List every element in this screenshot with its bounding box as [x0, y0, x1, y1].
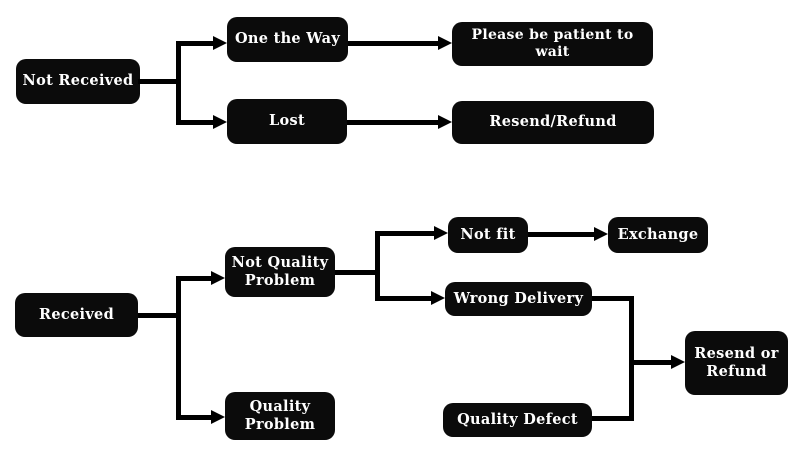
node-not-quality-problem: Not Quality Problem: [225, 247, 335, 297]
connector-to-resend-or-refund: [629, 360, 672, 365]
connector-to-resend-refund: [347, 120, 439, 125]
node-one-the-way: One the Way: [227, 17, 348, 62]
connector-wrong-delivery-out: [592, 296, 634, 301]
connector-to-please-wait: [348, 41, 439, 46]
connector-not-received-stem: [138, 79, 180, 84]
connector-bottom-branch-vertical: [176, 276, 181, 420]
node-wrong-delivery: Wrong Delivery: [445, 282, 592, 316]
connector-to-not-quality: [176, 276, 212, 281]
node-please-be-patient: Please be patient to wait: [452, 22, 653, 66]
node-lost: Lost: [227, 99, 347, 144]
node-exchange: Exchange: [608, 217, 708, 253]
node-not-received: Not Received: [16, 59, 140, 104]
connector-to-not-fit: [375, 231, 435, 236]
arrowhead-icon: [594, 227, 608, 241]
node-resend-or-refund: Resend or Refund: [685, 331, 788, 395]
connector-not-quality-stem: [335, 270, 379, 275]
connector-to-quality-problem: [176, 415, 212, 420]
connector-to-lost: [176, 120, 214, 125]
connector-mid-branch-vertical: [375, 231, 380, 301]
connector-top-branch-vertical: [176, 41, 181, 125]
arrowhead-icon: [213, 36, 227, 50]
connector-received-stem: [138, 313, 178, 318]
connector-quality-defect-out: [592, 416, 634, 421]
arrowhead-icon: [431, 291, 445, 305]
arrowhead-icon: [438, 36, 452, 50]
arrowhead-icon: [211, 410, 225, 424]
node-not-fit: Not fit: [448, 217, 528, 253]
node-quality-defect: Quality Defect: [443, 403, 592, 437]
node-received: Received: [15, 293, 138, 337]
arrowhead-icon: [213, 115, 227, 129]
arrowhead-icon: [211, 271, 225, 285]
node-resend-refund: Resend/Refund: [452, 101, 654, 144]
connector-merge-vertical: [629, 296, 634, 421]
connector-to-wrong-delivery: [375, 296, 432, 301]
arrowhead-icon: [671, 355, 685, 369]
connector-to-exchange: [528, 232, 595, 237]
connector-to-one-the-way: [176, 41, 214, 46]
arrowhead-icon: [438, 115, 452, 129]
node-quality-problem: Quality Problem: [225, 392, 335, 440]
arrowhead-icon: [434, 226, 448, 240]
